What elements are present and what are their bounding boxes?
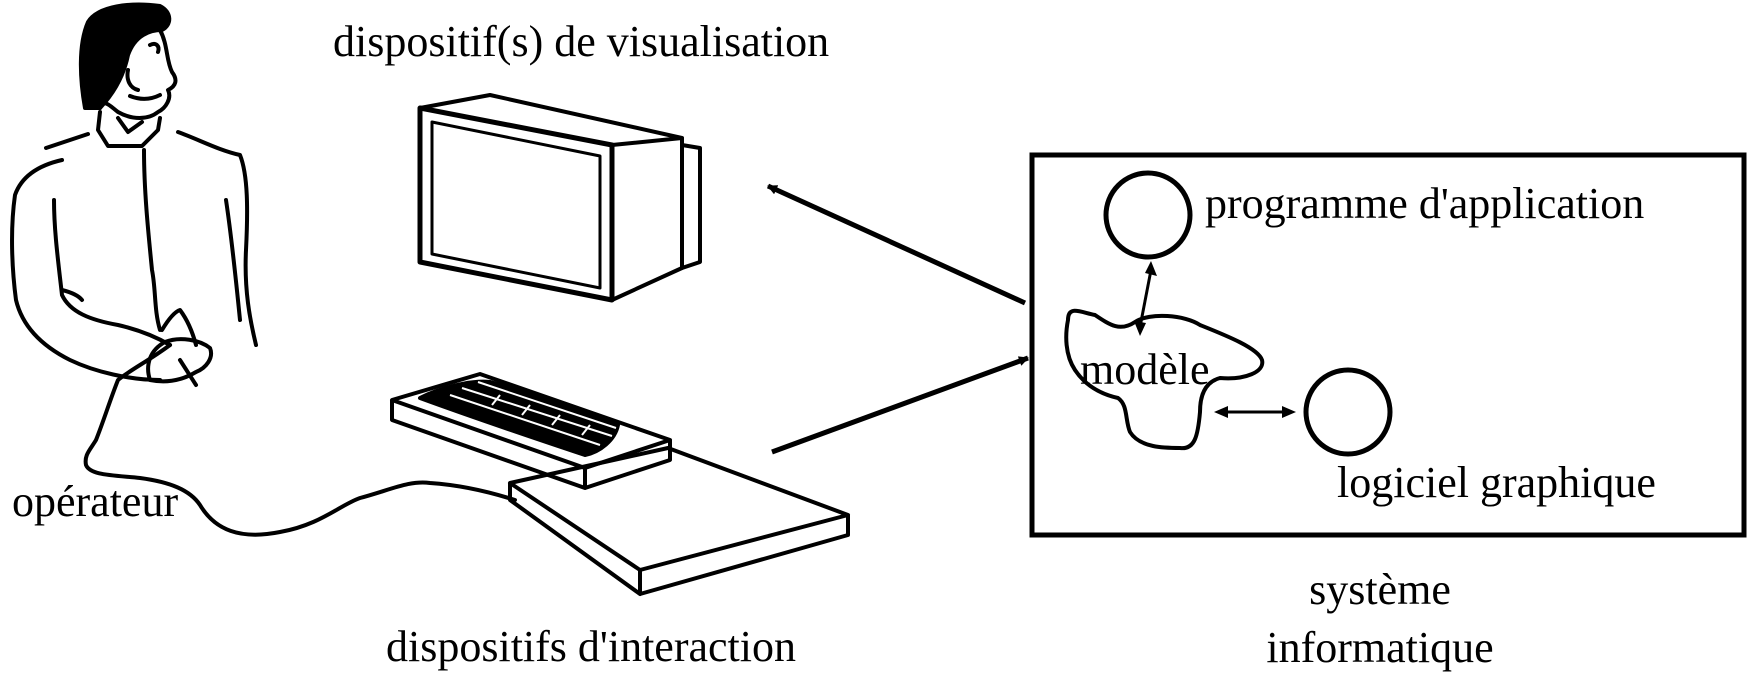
display-devices-label: dispositif(s) de visualisation [333,17,830,66]
system-label-line1: système [1309,565,1451,614]
system-label-line2: informatique [1266,623,1494,672]
graphics-software-circle [1303,367,1393,457]
model-blob [1064,308,1265,451]
graphics-software-label: logiciel graphique [1337,458,1656,507]
arrow-to-display [766,183,1027,306]
arrow-from-interaction [771,355,1029,455]
operator-label: opérateur [12,477,179,526]
tablet-icon [508,446,850,596]
app-program-label: programme d'application [1205,179,1645,228]
interaction-devices-label: dispositifs d'interaction [386,622,796,671]
link-model-app [1134,261,1157,336]
operator-cable [83,343,517,537]
monitor-icon [417,93,702,303]
link-model-graphics [1214,406,1296,418]
operator-figure [10,2,517,537]
keyboard-icon [390,372,672,490]
model-label: modèle [1080,345,1210,394]
operator-face [98,28,178,120]
operator-hair [78,2,172,110]
system-box [1029,152,1747,538]
app-program-circle [1103,170,1193,260]
